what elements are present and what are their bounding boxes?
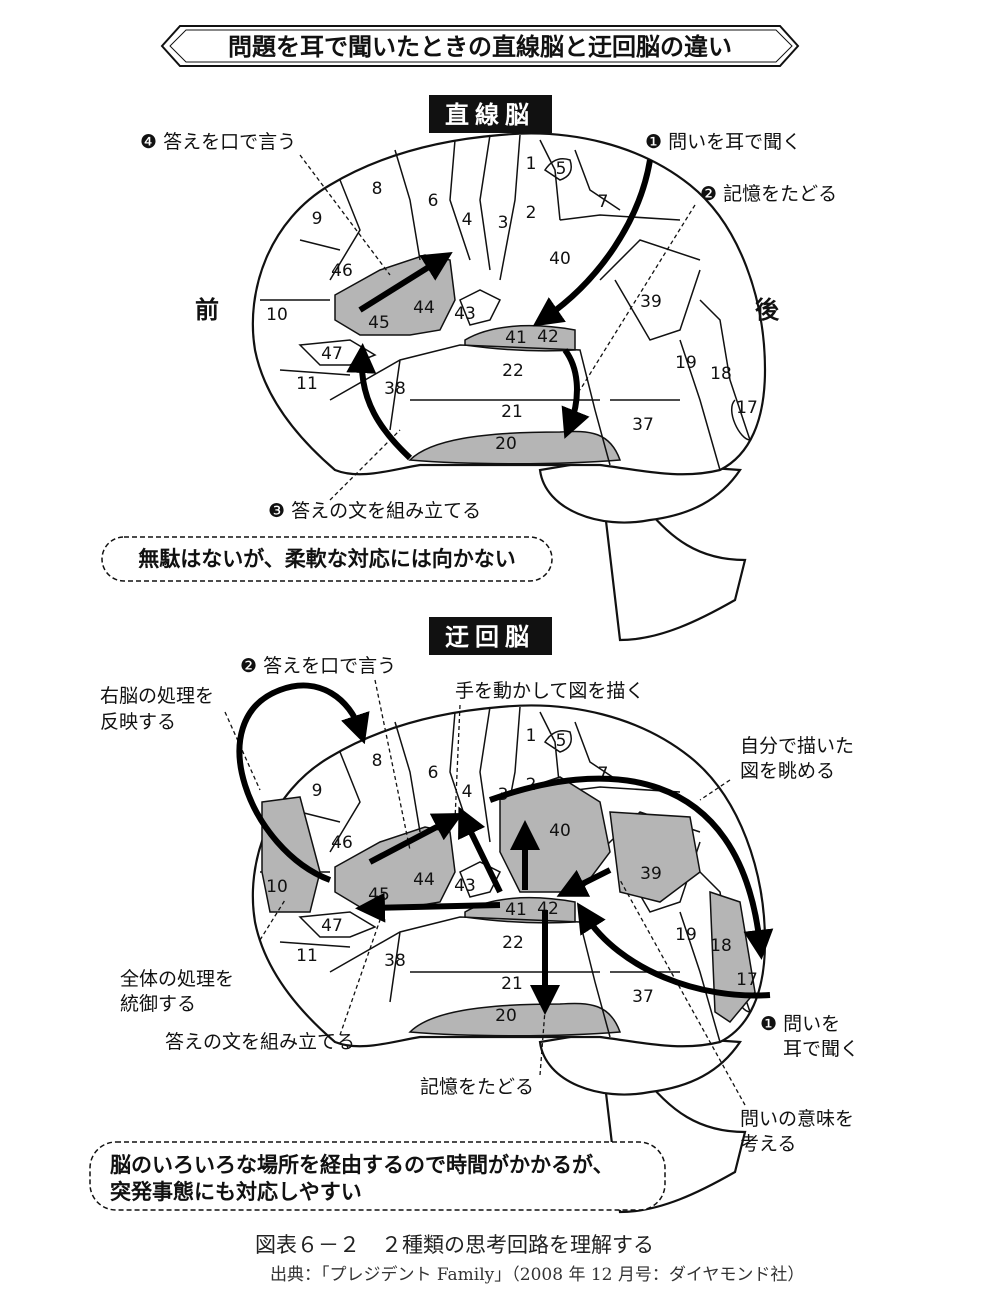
brain-area-43: 43 <box>454 304 476 324</box>
brain-area-41: 41 <box>505 900 527 920</box>
top-step3: ❸ 答えの文を組み立てる <box>268 500 481 522</box>
top-label: 直線脳 <box>445 101 535 129</box>
hand-draw-label: 手を動かして図を描く <box>455 680 644 702</box>
brain-area-19: 19 <box>675 353 697 373</box>
brain-area-11: 11 <box>296 374 318 394</box>
brain-area-7: 7 <box>598 192 609 212</box>
brain-area-42: 42 <box>537 327 559 347</box>
brain-area-6: 6 <box>428 763 439 783</box>
brain-area-44: 44 <box>413 298 435 318</box>
brain-area-2: 2 <box>526 203 537 223</box>
memory-label: 記憶をたどる <box>420 1076 534 1098</box>
brain-area-5: 5 <box>556 159 567 179</box>
brain-area-37: 37 <box>632 987 654 1007</box>
bottom-summary-line2: 突発事態にも対応しやすい <box>110 1180 362 1204</box>
meaning-line2: 考える <box>740 1133 796 1155</box>
brain-area-40: 40 <box>549 249 571 269</box>
brain-area-18: 18 <box>710 364 732 384</box>
bottom-label: 迂回脳 <box>445 623 535 651</box>
brain-area-4: 4 <box>462 782 473 802</box>
brain-area-45: 45 <box>368 885 390 905</box>
brain-area-37: 37 <box>632 415 654 435</box>
brain-area-4: 4 <box>462 210 473 230</box>
brain-area-11: 11 <box>296 946 318 966</box>
brain-area-9: 9 <box>312 781 323 801</box>
brain-area-44: 44 <box>413 870 435 890</box>
back-label: 後 <box>755 296 780 324</box>
bottom-summary-box <box>89 1141 666 1211</box>
brain-area-22: 22 <box>502 933 524 953</box>
brain-area-45: 45 <box>368 313 390 333</box>
right-brain-line2: 反映する <box>100 711 176 733</box>
title-banner <box>160 25 800 67</box>
brain-area-40: 40 <box>549 821 571 841</box>
bottom-step1-line1: ❶ 問いを <box>760 1013 840 1035</box>
brain-area-38: 38 <box>384 379 406 399</box>
top-summary: 無駄はないが、柔軟な対応には向かない <box>138 547 516 571</box>
source-credit: 出典：「プレジデント Family」（2008 年 12 月号：ダイヤモンド社） <box>270 1264 804 1285</box>
brain-area-20: 20 <box>495 434 517 454</box>
brain-area-38: 38 <box>384 951 406 971</box>
brain-area-18: 18 <box>710 936 732 956</box>
bottom-label-box <box>429 617 552 655</box>
top-step1: ❶ 問いを耳で聞く <box>645 131 801 153</box>
brain-area-22: 22 <box>502 361 524 381</box>
brain-area-6: 6 <box>428 191 439 211</box>
brain-area-1: 1 <box>526 154 537 174</box>
top-step4: ❹ 答えを口で言う <box>140 131 296 153</box>
brain-area-17: 17 <box>736 398 758 418</box>
brain-area-47: 47 <box>321 916 343 936</box>
brain-area-47: 47 <box>321 344 343 364</box>
bottom-summary-line1: 脳のいろいろな場所を経由するので時間がかかるが、 <box>110 1153 614 1177</box>
whole-line1: 全体の処理を <box>120 968 234 990</box>
brain-area-3: 3 <box>498 213 509 233</box>
look-line1: 自分で描いた <box>740 735 854 757</box>
brain-area-39: 39 <box>640 864 662 884</box>
brain-area-7: 7 <box>598 764 609 784</box>
brain-area-21: 21 <box>501 402 523 422</box>
bottom-step2: ❷ 答えを口で言う <box>240 655 396 677</box>
right-brain-line1: 右脳の処理を <box>100 685 214 707</box>
brain-area-9: 9 <box>312 209 323 229</box>
brain-area-5: 5 <box>556 731 567 751</box>
figure-caption: 図表６－２ ２種類の思考回路を理解する <box>255 1233 654 1257</box>
bottom-step1-line2: 耳で聞く <box>783 1038 859 1060</box>
whole-line2: 統御する <box>120 993 196 1015</box>
brain-area-46: 46 <box>331 833 353 853</box>
page-title: 問題を耳で聞いたときの直線脳と迂回脳の違い <box>228 33 732 61</box>
brain-area-10: 10 <box>266 305 288 325</box>
top-summary-box <box>101 536 553 582</box>
brain-area-1: 1 <box>526 726 537 746</box>
meaning-line1: 問いの意味を <box>740 1108 854 1130</box>
brain-area-8: 8 <box>372 179 383 199</box>
brain-area-17: 17 <box>736 970 758 990</box>
brain-area-43: 43 <box>454 876 476 896</box>
top-label-box <box>429 95 552 133</box>
brain-area-10: 10 <box>266 877 288 897</box>
front-label: 前 <box>195 296 219 324</box>
brain-area-20: 20 <box>495 1006 517 1026</box>
brain-area-39: 39 <box>640 292 662 312</box>
compose-label: 答えの文を組み立てる <box>165 1031 355 1053</box>
brain-area-21: 21 <box>501 974 523 994</box>
brain-area-8: 8 <box>372 751 383 771</box>
look-line2: 図を眺める <box>740 760 835 782</box>
top-step2: ❷ 記憶をたどる <box>700 183 837 205</box>
brain-area-19: 19 <box>675 925 697 945</box>
brain-area-41: 41 <box>505 328 527 348</box>
brain-area-46: 46 <box>331 261 353 281</box>
bottom-brain <box>251 704 767 1214</box>
